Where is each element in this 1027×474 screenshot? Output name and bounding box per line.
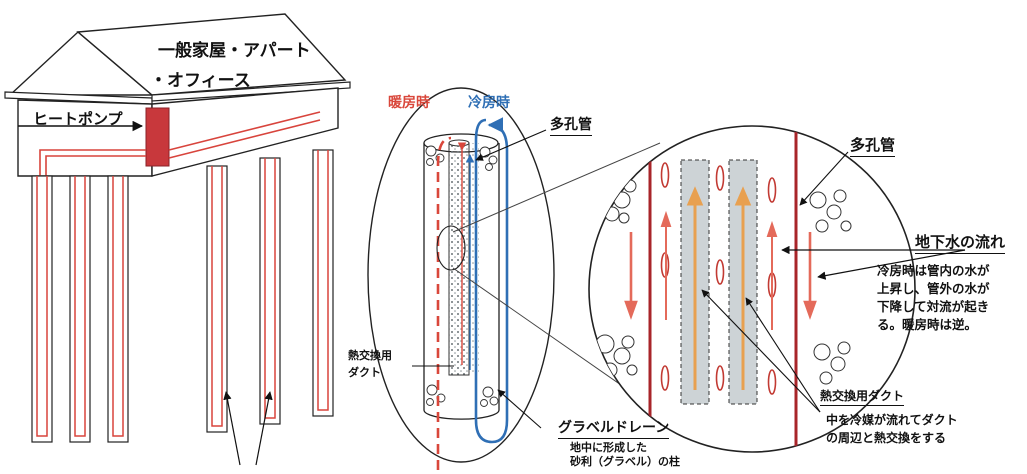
- heating-mode-label: 暖房時: [388, 95, 430, 111]
- porous-pipe-label-left: 多孔管: [550, 114, 592, 136]
- duct-desc-line1: 中を冷媒が流れてダクト: [826, 413, 958, 427]
- house-piping: [39, 111, 321, 182]
- house-title-line2: ・オフィース: [150, 71, 251, 91]
- gravel-desc-line2: 砂利（グラベル）の柱: [570, 455, 680, 468]
- gravel-drain-label: グラベルドレーン: [558, 417, 670, 439]
- house-illustration: [4, 13, 351, 177]
- gravel-drain-cylinder: [367, 87, 701, 470]
- flow-desc-line3: 下降して対流が起き: [877, 299, 990, 314]
- gravel-desc-line1: 地中に形成した: [570, 441, 647, 454]
- heat-duct-label-left-line1: 熱交換用: [348, 349, 392, 362]
- heat-duct-label-right: 熱交換用ダクト: [820, 388, 905, 407]
- flow-desc-line1: 冷房時は管内の水が: [877, 263, 990, 278]
- cooling-mode-label: 冷房時: [468, 95, 510, 111]
- ground-loops: [31, 149, 334, 466]
- heat-duct-label-left-line2: ダクト: [348, 366, 381, 379]
- groundwater-flow-label: 地下水の流れ: [915, 231, 1006, 254]
- heat-pump-box: [145, 107, 170, 167]
- duct-desc-line2: の周辺と熱交換をする: [826, 431, 947, 445]
- porous-pipe-label-right: 多孔管: [850, 134, 896, 157]
- flow-desc-line4: る。暖房時は逆。: [877, 317, 978, 332]
- heat-pump-label: ヒートポンプ: [33, 110, 123, 128]
- zoom-detail-circle: [588, 125, 966, 453]
- flow-desc-line2: 上昇し、管外の水が: [877, 281, 990, 296]
- house-title-line1: 一般家屋・アパート: [158, 41, 311, 61]
